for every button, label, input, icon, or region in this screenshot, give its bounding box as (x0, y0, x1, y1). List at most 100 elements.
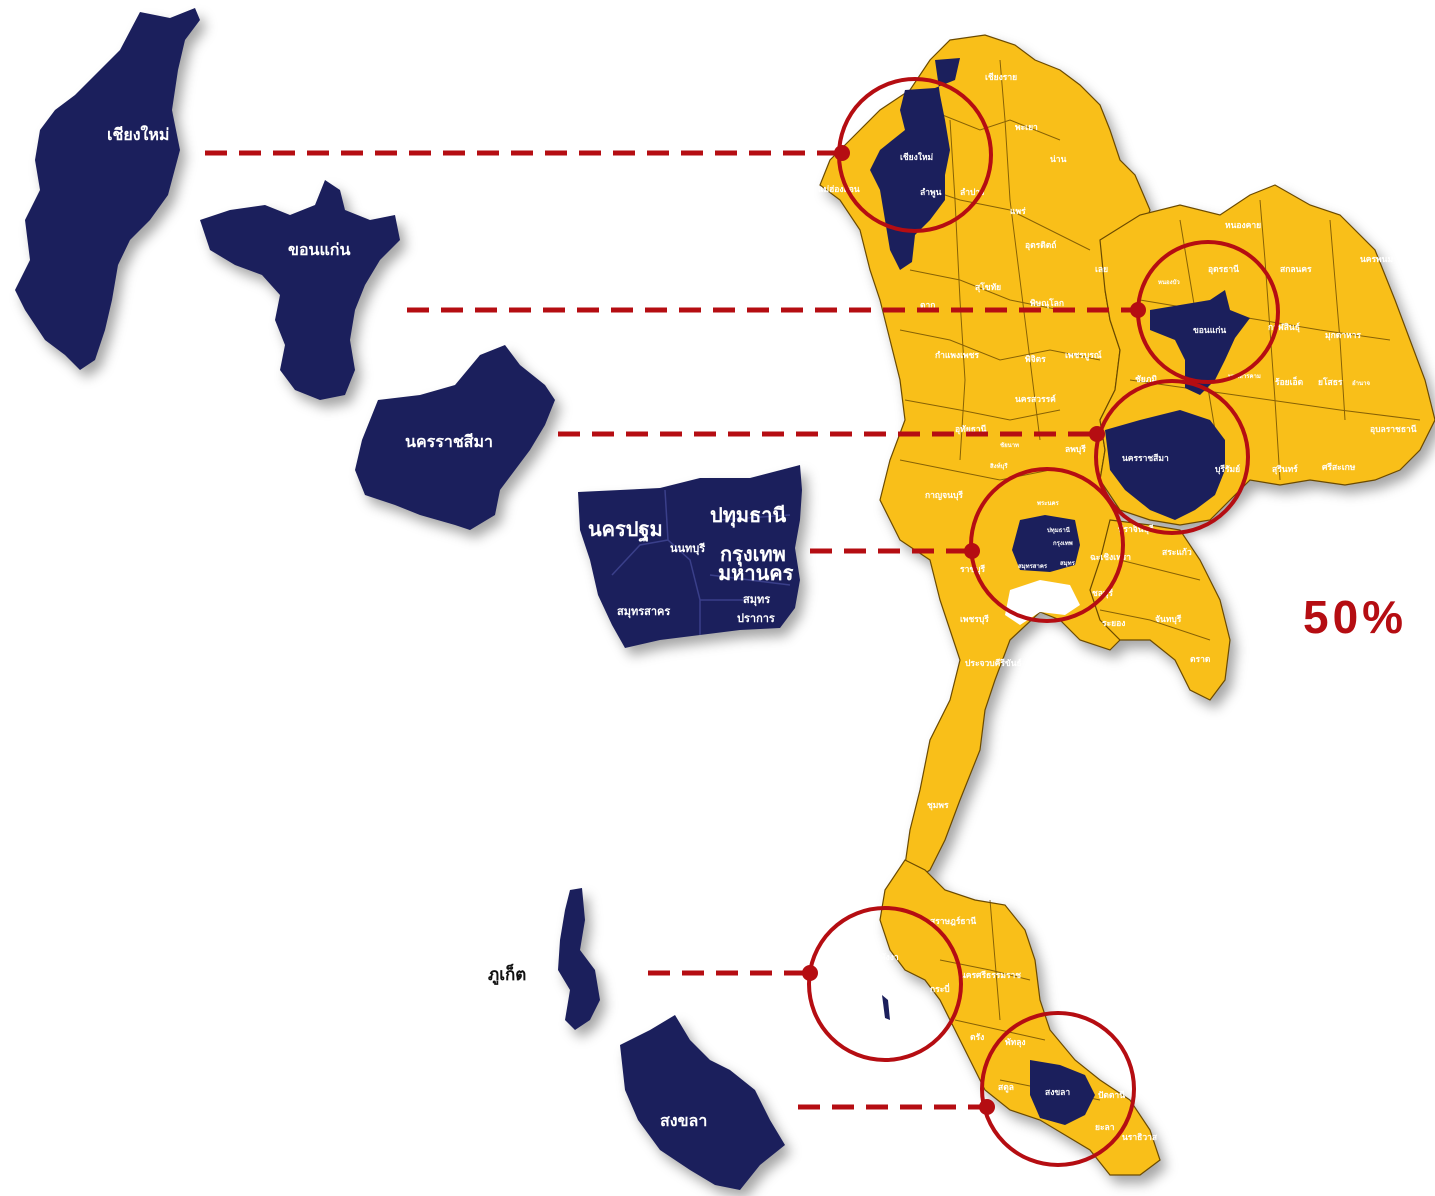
callout-label-samut-sakhon: สมุทรสาคร (617, 605, 670, 619)
callout-connectors (205, 77, 1280, 1167)
label-kalasin: กาฬสินธุ์ (1268, 322, 1300, 333)
ring-phuket (807, 906, 963, 1062)
callout-label-chiang-mai: เชียงใหม่ (107, 125, 169, 144)
label-krabi: กระบี่ (930, 982, 950, 995)
dot-nakhon-ratchasima (1089, 426, 1105, 442)
label-sakon: สกลนคร (1280, 265, 1312, 275)
ring-nakhon-ratchasima (1094, 379, 1250, 535)
label-chiang-mai-map: เชียงใหม่ (900, 152, 933, 163)
callout-songkhla-shape (620, 1015, 785, 1190)
dot-songkhla (979, 1099, 995, 1115)
label-sukhothai: สุโขทัย (975, 282, 1001, 293)
label-uttaradit: อุตรดิตถ์ (1025, 240, 1056, 251)
map-bangkok-metro (1012, 515, 1080, 572)
label-singburi: สิงห์บุรี (990, 462, 1009, 470)
dot-bangkok (964, 543, 980, 559)
label-phetchaburi: เพชรบุรี (960, 614, 989, 625)
label-tak: ตาก (920, 301, 935, 311)
label-chonburi: ชลบุรี (1092, 588, 1113, 599)
label-mae-hong-son: แม่ฮ่องสอน (818, 184, 860, 195)
callout-labels: เชียงใหม่ ขอนแก่น นครราชสีมา นครปฐม ปทุม… (107, 125, 794, 1130)
dot-khon-kaen (1130, 302, 1146, 318)
label-phuket-map: ภูเก็ต (858, 997, 872, 1007)
label-pattani: ปัตตานี (1098, 1090, 1125, 1101)
callout-label-samut-prakan-1: สมุทร (743, 593, 770, 607)
callout-label-bangkok-1: กรุงเทพ (720, 542, 786, 567)
callout-nakhon-ratchasima-shape (355, 345, 555, 530)
label-udon: อุดรธานี (1208, 264, 1239, 275)
label-surin: สุรินทร์ (1272, 464, 1298, 475)
label-rayong: ระยอง (1102, 619, 1125, 629)
label-surat: สุราษฎร์ธานี (930, 916, 976, 927)
label-samut-prakan-map: สมุทร (1060, 560, 1076, 567)
label-mukdahan: มุกดาหาร (1325, 331, 1361, 341)
callout-label-nonthaburi: นนทบุรี (670, 542, 705, 556)
label-nakhon-ratchasima-map: นครราชสีมา (1122, 453, 1169, 464)
label-ratchaburi: ราชบุรี (960, 564, 986, 575)
label-chainat: ชัยนาท (1000, 441, 1019, 449)
map-highlighted-provinces (870, 58, 1250, 1125)
callout-phuket-shape (558, 888, 600, 1030)
label-nakhon-phanom: นครพนม (1360, 255, 1393, 265)
callout-chiang-mai-shape (15, 8, 200, 370)
label-nong-bua: หนองบัว (1158, 278, 1180, 286)
dot-chiang-mai (834, 145, 850, 161)
map-province-labels: เชียงราย พะเยา น่าน เชียงใหม่ ลำพูน ลำปา… (818, 72, 1417, 1143)
callout-bangkok-metro-shape (578, 465, 802, 648)
highlight-percent: 50% (1303, 591, 1408, 643)
label-chanthaburi: จันทบุรี (1155, 614, 1182, 625)
label-loei: เลย (1095, 265, 1108, 275)
callout-label-phuket: ภูเก็ต (488, 962, 526, 986)
label-chaiyaphum: ชัยภูมิ (1135, 374, 1157, 385)
label-kamphaeng: กำแพงเพชร (935, 350, 979, 361)
label-trat: ตราด (1190, 655, 1211, 665)
callout-label-nakhon-pathom: นครปฐม (588, 517, 663, 543)
label-phetchabun: เพชรบูรณ์ (1065, 350, 1102, 361)
ring-songkhla (980, 1011, 1136, 1167)
label-bangkok-map: กรุงเทพ (1053, 540, 1073, 547)
label-nakhon-si: นครศรีธรรมราช (960, 970, 1021, 981)
label-yala: ยะลา (1095, 1123, 1115, 1133)
label-khon-kaen-map: ขอนแก่น (1193, 325, 1226, 336)
label-satun: สตูล (998, 1083, 1014, 1093)
label-bueng-kan: บึงกาฬ (1365, 202, 1391, 213)
label-phayao: พะเยา (1015, 123, 1038, 133)
label-kanchanaburi: กาญจนบุรี (925, 490, 963, 501)
map-chiang-mai (870, 58, 960, 270)
label-phitsanulok: พิษณุโลก (1030, 298, 1064, 309)
label-yasothon: ยโสธร (1318, 377, 1343, 388)
map-region-east (1089, 519, 1231, 701)
label-nan: น่าน (1050, 154, 1067, 165)
callout-khon-kaen-shape (200, 180, 400, 400)
label-phrae: แพร่ (1010, 206, 1026, 217)
map-region-south (879, 859, 1161, 1176)
label-trang: ตรัง (970, 1032, 984, 1043)
label-phichit: พิจิตร (1025, 354, 1046, 365)
label-chiang-rai: เชียงราย (985, 72, 1017, 83)
callout-shapes (15, 8, 802, 1190)
label-samut-sakhon-map: สมุทรสาคร (1018, 563, 1048, 570)
dot-phuket (802, 965, 818, 981)
label-narathiwat: นราธิวาส (1122, 1132, 1158, 1143)
label-phangnga: พังงา (880, 952, 899, 963)
callout-label-samut-prakan-2: ปราการ (737, 612, 775, 625)
label-uthai: อุทัยธานี (955, 424, 987, 435)
label-nong-khai: หนองคาย (1225, 221, 1261, 231)
map-songkhla (1030, 1060, 1095, 1125)
label-sisaket: ศรีสะเกษ (1322, 462, 1356, 473)
label-ayutthaya: พระนคร (1037, 500, 1060, 507)
callout-label-pathum-thani: ปทุมธานี (710, 503, 787, 528)
callout-label-songkhla: สงขลา (660, 1111, 707, 1130)
label-sa-kaeo: สระแก้ว (1162, 547, 1192, 558)
label-chachoengsao: ฉะเชิงเทรา (1090, 552, 1131, 563)
label-prachinburi: ปราจีนบุรี (1118, 524, 1154, 535)
label-phatthalung: พัทลุง (1005, 1037, 1026, 1048)
label-chumphon: ชุมพร (927, 801, 949, 811)
label-songkhla-map: สงขลา (1045, 1088, 1070, 1098)
map-nakhon-ratchasima (1105, 410, 1225, 520)
label-maha-sarakham: มหาสารคาม (1228, 373, 1261, 380)
label-lampang: ลำปาง (960, 187, 984, 198)
label-pathum-map: ปทุมธานี (1047, 526, 1071, 534)
callout-label-bangkok-2: มหานคร (718, 561, 794, 585)
label-nakhon-sawan: นครสวรรค์ (1015, 394, 1056, 405)
